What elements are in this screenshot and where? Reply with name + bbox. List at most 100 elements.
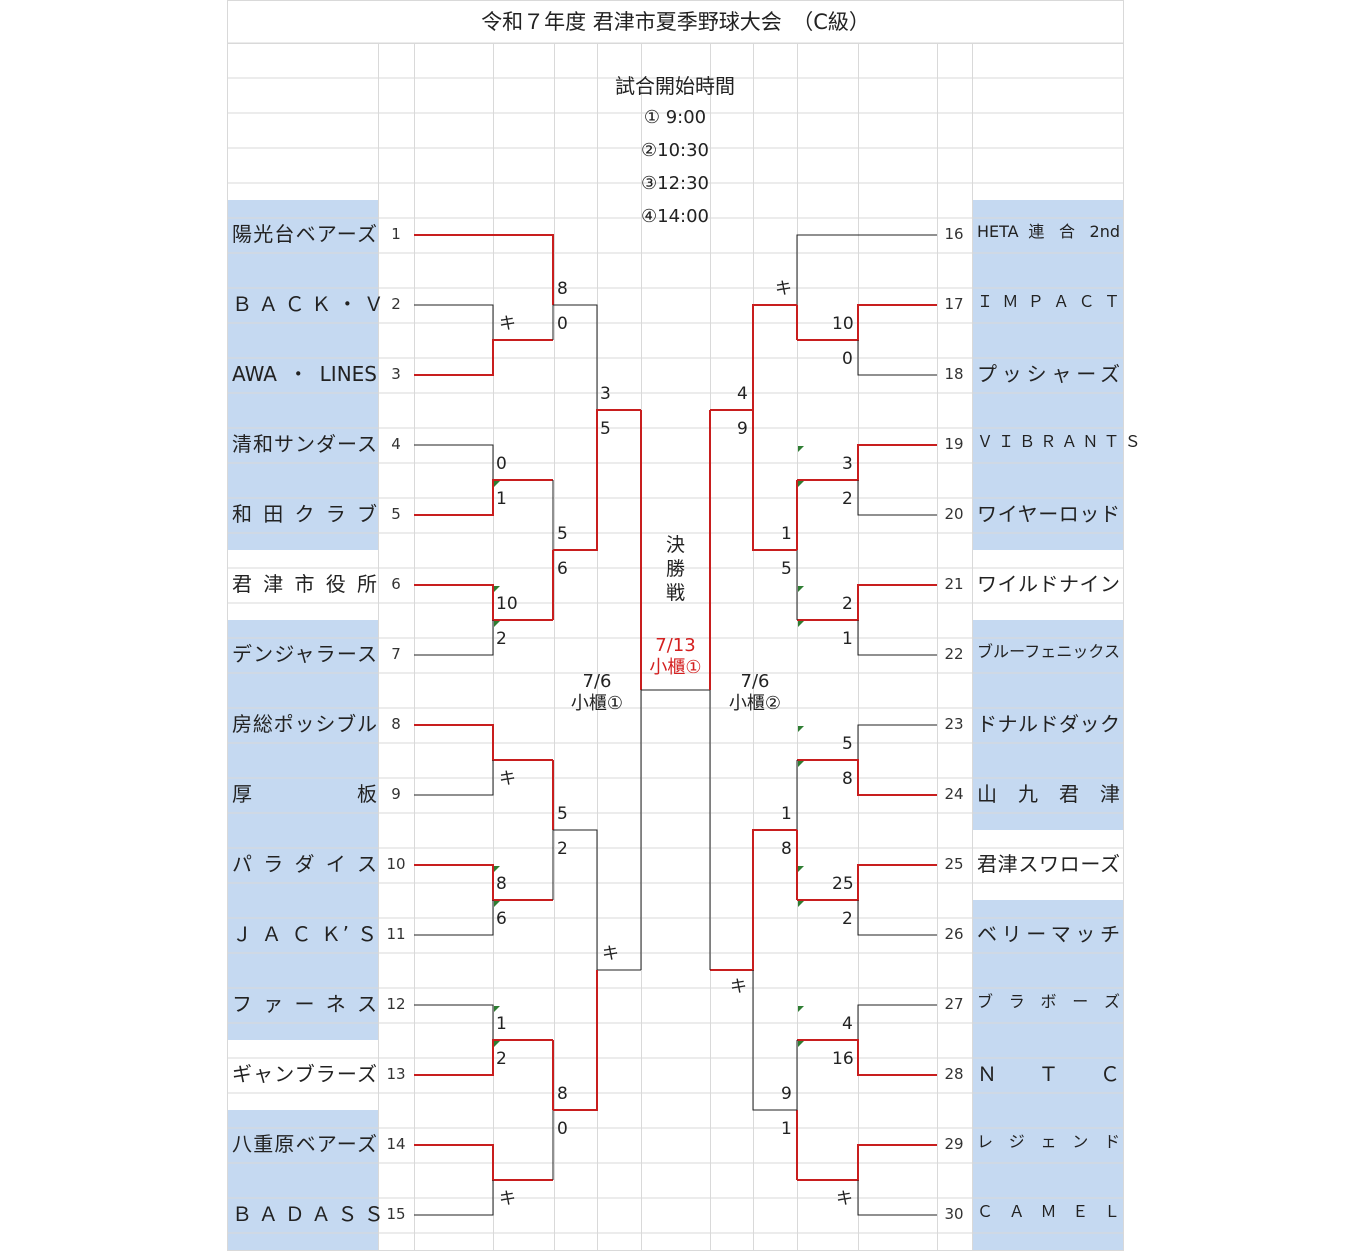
winner-line — [797, 444, 937, 481]
seed-number: 12 — [386, 995, 406, 1013]
seed-number: 5 — [391, 505, 401, 523]
team-cell-shade — [972, 1180, 1124, 1250]
winner-line — [797, 1039, 937, 1076]
bracket-line — [553, 829, 641, 971]
bracket-line — [414, 444, 494, 480]
team-cell-shade — [972, 1040, 1124, 1110]
score: 8 — [781, 839, 792, 859]
bracket-line — [752, 970, 797, 1111]
right-semi-date: 7/6 — [740, 671, 770, 692]
team-name: 君津スワローズ — [977, 852, 1120, 876]
sheet-title: 令和７年度 君津市夏季野球大会 （C級） — [481, 10, 870, 34]
comment-marker — [494, 901, 500, 907]
score: 6 — [557, 559, 568, 579]
score: 8 — [496, 874, 507, 894]
comment-marker — [494, 1041, 500, 1047]
score: キ — [836, 1189, 853, 1209]
score: キ — [499, 314, 516, 334]
seed-number: 14 — [386, 1135, 406, 1153]
score: 0 — [557, 314, 568, 334]
final-label-char-2: 勝 — [665, 558, 685, 580]
team-name: ギャンブラーズ — [232, 1062, 377, 1086]
seed-number: 4 — [391, 435, 401, 453]
score: 10 — [832, 314, 854, 334]
bracket-line — [414, 620, 494, 656]
comment-marker — [494, 621, 500, 627]
winner-line — [414, 339, 553, 376]
team-name: パ ラ ダ イ ス — [232, 852, 377, 876]
team-name: 八重原ベアーズ — [232, 1132, 377, 1156]
final-venue: 小櫃① — [649, 657, 702, 678]
team-name: レ ジ ェ ン ド — [977, 1132, 1120, 1151]
team-name: Ｉ Ｍ Ｐ Ａ Ｃ Ｔ — [977, 292, 1120, 311]
score: 2 — [496, 1049, 507, 1069]
comment-marker — [798, 866, 804, 872]
score: 3 — [842, 454, 853, 474]
bracket-line — [414, 900, 494, 936]
winner-line — [414, 479, 553, 516]
seed-number: 10 — [386, 855, 406, 873]
team-cell-shade — [227, 410, 378, 480]
team-name: ブ ラ ボ ー ズ — [977, 992, 1120, 1011]
seed-number: 19 — [944, 435, 964, 453]
team-name: デンジャラース — [232, 642, 377, 666]
team-name: 厚 板 — [232, 782, 377, 806]
team-cell-shade — [972, 480, 1124, 550]
score: 6 — [496, 909, 507, 929]
winner-line — [414, 584, 553, 621]
team-name: プッシャーズ — [977, 362, 1120, 386]
winner-line — [414, 1039, 553, 1076]
seed-number: 30 — [944, 1205, 964, 1223]
bracket-line — [857, 1180, 937, 1216]
team-name: 君 津 市 役 所 — [232, 572, 377, 596]
score: キ — [602, 944, 619, 964]
score: 1 — [842, 629, 853, 649]
comment-marker — [798, 726, 804, 732]
right-semi-venue: 小櫃② — [728, 693, 782, 714]
final-date: 7/13 — [655, 635, 696, 656]
left-semi-venue: 小櫃① — [570, 693, 624, 714]
team-cell-shade — [972, 1110, 1124, 1180]
score: 2 — [557, 839, 568, 859]
winner-line — [553, 409, 641, 551]
start-time-1: ① 9:00 — [643, 107, 707, 128]
score: 0 — [842, 349, 853, 369]
left-semi-date: 7/6 — [582, 671, 612, 692]
final-label-char-1: 決 — [665, 534, 685, 556]
winner-line — [414, 1144, 553, 1181]
seed-number: 24 — [944, 785, 964, 803]
team-name: 陽光台ベアーズ — [232, 222, 377, 246]
bracket-line — [857, 900, 937, 936]
team-name: ワイヤーロッド — [977, 502, 1120, 526]
score: 2 — [842, 909, 853, 929]
team-cell-shade — [972, 200, 1124, 270]
bracket-line — [857, 620, 937, 656]
seed-number: 1 — [391, 225, 401, 243]
winner-line — [414, 724, 553, 761]
team-name: AWA・LINES — [232, 362, 377, 386]
score: 1 — [781, 524, 792, 544]
score: 5 — [557, 524, 568, 544]
bracket-line — [414, 1004, 494, 1040]
seed-number: 3 — [391, 365, 401, 383]
seed-number: 11 — [386, 925, 406, 943]
team-name: フ ァ ー ネ ス — [232, 992, 377, 1016]
winner-line — [414, 864, 553, 901]
score: キ — [775, 279, 792, 299]
team-name: ワイルドナイン — [977, 572, 1120, 596]
score: 1 — [496, 489, 507, 509]
team-cell-shade — [972, 340, 1124, 410]
score: 9 — [781, 1084, 792, 1104]
start-time-4: ④14:00 — [640, 206, 709, 227]
final-label-char-3: 戦 — [665, 582, 685, 604]
score: 8 — [557, 279, 568, 299]
bracket-line — [414, 1180, 494, 1216]
comment-marker — [798, 586, 804, 592]
score: 1 — [496, 1014, 507, 1034]
bracket-line — [796, 234, 937, 305]
score: 8 — [842, 769, 853, 789]
team-name: 清和サンダース — [232, 432, 377, 456]
score: 2 — [842, 594, 853, 614]
bracket-line — [414, 304, 494, 340]
team-cell-shade — [972, 690, 1124, 760]
